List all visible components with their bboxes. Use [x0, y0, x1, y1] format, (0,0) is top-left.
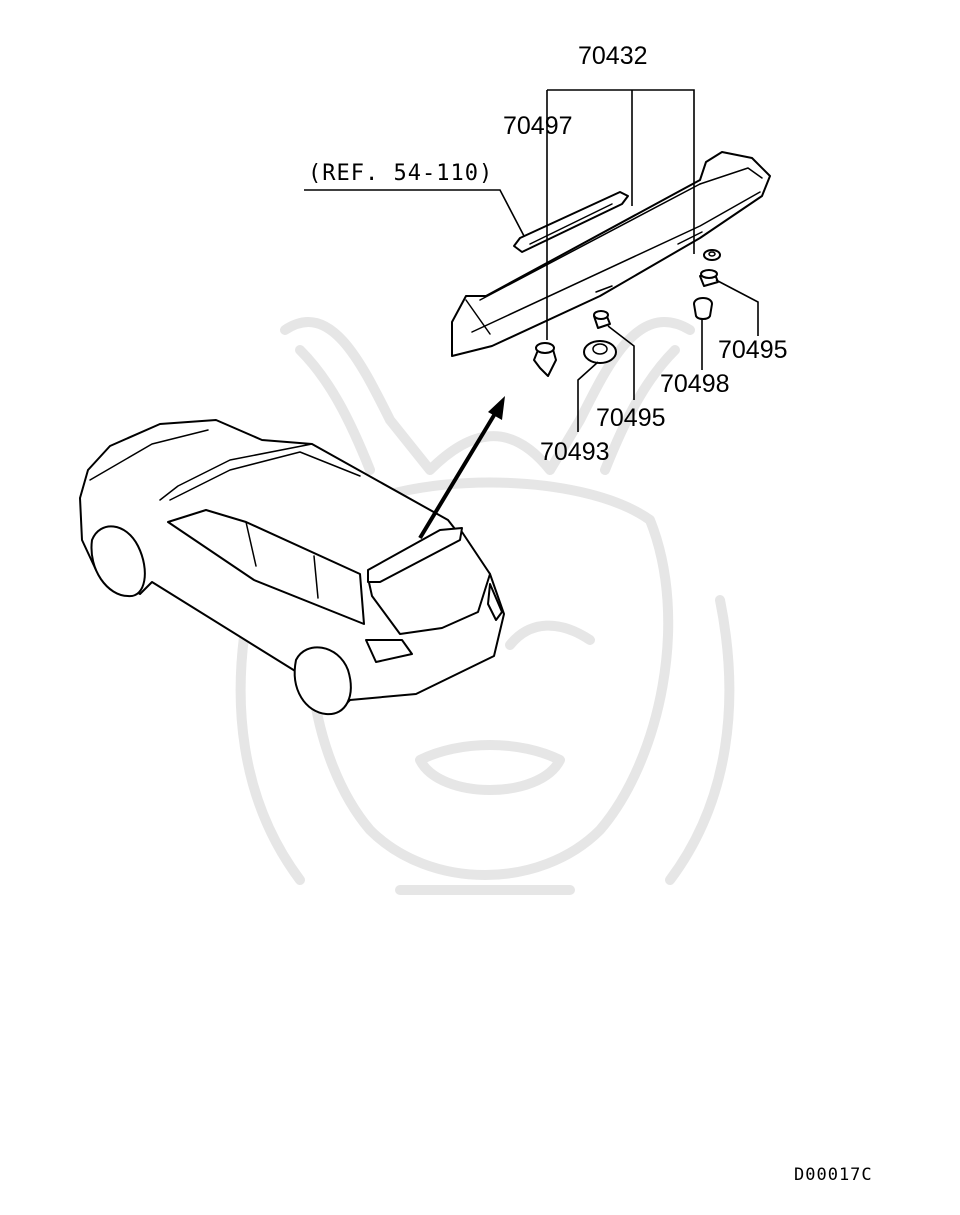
- label-70498: 70498: [660, 370, 730, 398]
- washer-70495-top: [703, 249, 721, 261]
- location-arrow: [418, 396, 505, 540]
- cap-70498: [693, 297, 713, 320]
- label-70497: 70497: [503, 112, 573, 140]
- label-70432: 70432: [578, 42, 648, 70]
- label-ref: (REF. 54-110): [308, 161, 493, 186]
- label-70495-right: 70495: [718, 336, 788, 364]
- label-70493: 70493: [540, 438, 610, 466]
- diagram-code: D00017C: [794, 1165, 873, 1185]
- nut-70495-mid: [593, 310, 611, 329]
- stop-lamp-drawing: [513, 191, 629, 253]
- vehicle-outline: [79, 419, 505, 716]
- nut-70495-right: [699, 269, 719, 287]
- rear-spoiler-drawing: [451, 151, 771, 357]
- grommet-70493: [583, 340, 617, 364]
- label-70495-mid: 70495: [596, 404, 666, 432]
- leader-lines: [304, 89, 759, 432]
- clip-70497: [533, 342, 557, 377]
